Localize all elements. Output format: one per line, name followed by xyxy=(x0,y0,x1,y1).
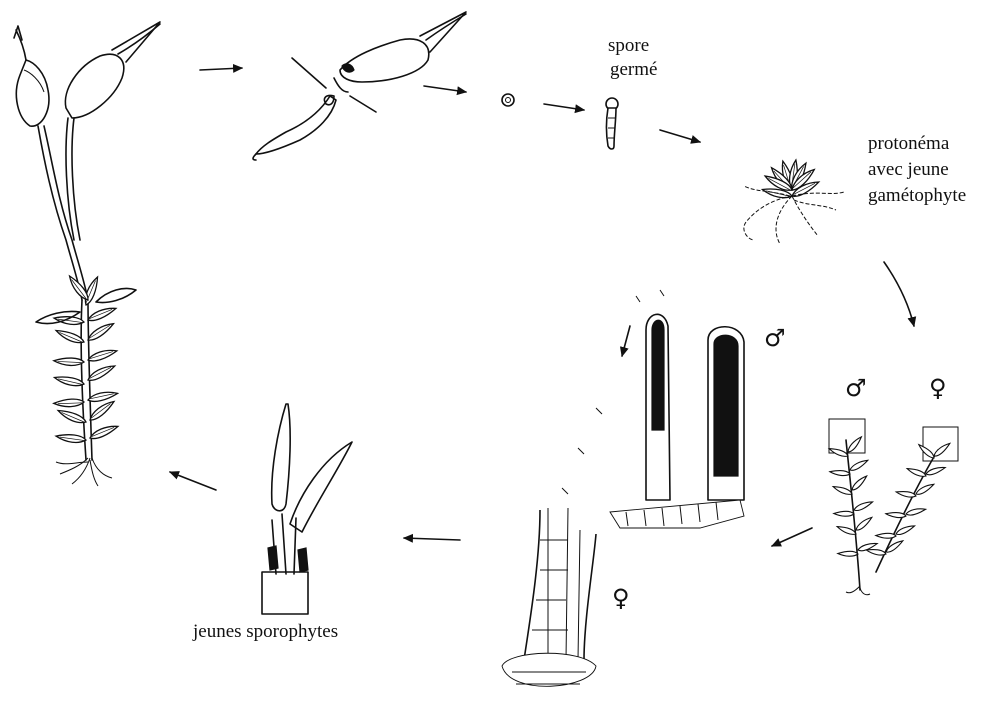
label-jeunes-sporophytes: jeunes sporophytes xyxy=(193,620,338,643)
label-spore-germe-line1: spore xyxy=(608,34,649,57)
female-symbol-archegonium: ♀ xyxy=(612,586,630,610)
mature-moss-with-capsules xyxy=(14,22,160,486)
male-gametophyte xyxy=(829,419,878,595)
young-sporophytes xyxy=(262,404,352,614)
arrow-fertilization-to-sporophyte xyxy=(404,538,460,540)
protonema-young-gametophyte xyxy=(744,159,844,244)
label-protonema-line3: gamétophyte xyxy=(868,184,966,207)
archegonia xyxy=(502,488,596,686)
arrow-gametophytes-to-organs xyxy=(772,528,812,546)
male-symbol-antheridium: ♂ xyxy=(764,326,786,350)
arrow-capsule-to-opening xyxy=(200,68,242,70)
spore xyxy=(502,94,514,106)
label-protonema-line2: avec jeune xyxy=(868,158,949,181)
opening-capsule xyxy=(253,12,466,160)
arrow-opening-to-spore xyxy=(424,86,466,92)
label-protonema-line1: protonéma xyxy=(868,132,949,155)
antheridia xyxy=(578,290,744,528)
germinated-spore xyxy=(606,98,618,149)
label-spore-germe-line2: germé xyxy=(610,58,657,81)
arrow-sperm-path xyxy=(622,326,630,356)
female-symbol-gametophyte: ♀ xyxy=(929,376,947,400)
arrow-sporophyte-to-mature xyxy=(170,472,216,490)
female-gametophyte xyxy=(866,427,958,572)
arrow-spore-to-germinated xyxy=(544,104,584,110)
arrow-protonema-to-gametophytes xyxy=(884,262,914,326)
arrow-germinated-to-protonema xyxy=(660,130,700,142)
male-symbol-gametophyte: ♂ xyxy=(845,376,867,400)
